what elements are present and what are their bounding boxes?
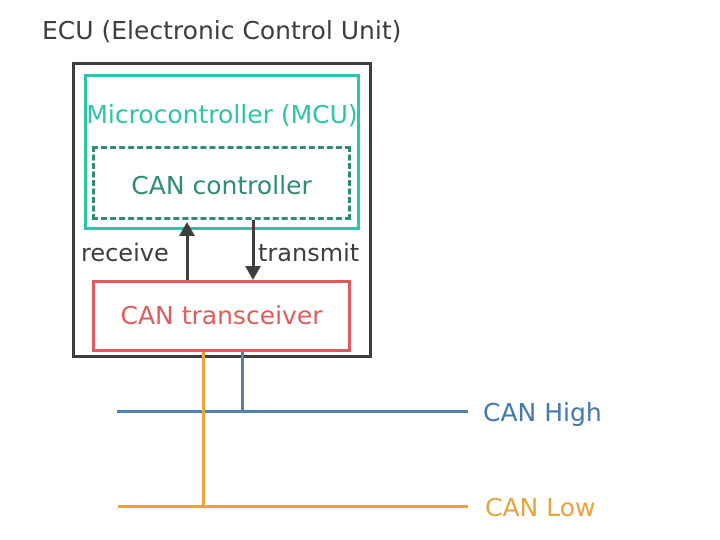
- arrow-down-icon: [245, 266, 261, 280]
- can-high-connector-line: [241, 352, 244, 413]
- microcontroller-label: Microcontroller (MCU): [86, 100, 358, 129]
- can-high-bus-line: [117, 410, 468, 413]
- receive-label: receive: [81, 239, 169, 267]
- can-controller-label: CAN controller: [131, 171, 312, 200]
- ecu-outer-box: [72, 62, 372, 358]
- microcontroller-box: [84, 74, 360, 230]
- transmit-arrow-shaft: [252, 220, 255, 267]
- arrow-up-icon: [179, 222, 195, 236]
- can-high-label: CAN High: [483, 398, 602, 427]
- transmit-label: transmit: [258, 239, 360, 267]
- can-low-bus-line: [118, 505, 468, 508]
- can-low-connector-line: [202, 352, 205, 508]
- receive-arrow-shaft: [186, 234, 189, 280]
- diagram-title: ECU (Electronic Control Unit): [42, 16, 402, 45]
- can-transceiver-label: CAN transceiver: [120, 301, 323, 330]
- can-controller-box: [92, 146, 351, 220]
- can-low-label: CAN Low: [485, 493, 596, 522]
- can-transceiver-box: [92, 280, 351, 352]
